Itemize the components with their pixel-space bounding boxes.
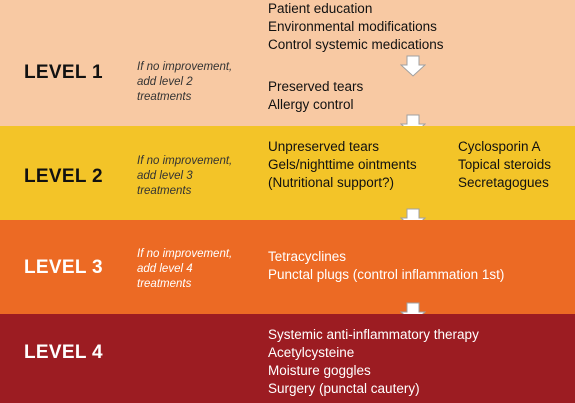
- list-item: Topical steroids: [458, 157, 552, 172]
- level-1-label: LEVEL 1: [24, 62, 103, 83]
- list-item: Control systemic medications: [268, 37, 444, 52]
- level-3-label: LEVEL 3: [24, 257, 103, 278]
- level-1-group-b: Preserved tears Allergy control: [268, 78, 363, 114]
- list-item: Surgery (punctal cautery): [268, 381, 420, 396]
- list-item: Systemic anti-inflammatory therapy: [268, 327, 479, 342]
- list-item: Allergy control: [268, 97, 354, 112]
- level-2-band: LEVEL 2 If no improvement, add level 3 t…: [0, 126, 575, 230]
- list-item: Punctal plugs (control inflammation 1st): [268, 267, 505, 282]
- list-item: (Nutritional support?): [268, 175, 395, 190]
- level-3-note: If no improvement, add level 4 treatment…: [137, 248, 233, 290]
- level-4-label: LEVEL 4: [24, 342, 103, 363]
- list-item: Moisture goggles: [268, 363, 371, 378]
- level-2-label: LEVEL 2: [24, 166, 103, 187]
- down-arrow-icon: [400, 55, 426, 77]
- list-item: Environmental modifications: [268, 19, 437, 34]
- list-item: Secretagogues: [458, 175, 549, 190]
- list-item: Unpreserved tears: [268, 139, 380, 154]
- list-item: Patient education: [268, 1, 373, 16]
- level-2-right-group: Cyclosporin A Topical steroids Secretago…: [458, 138, 551, 192]
- list-item: Cyclosporin A: [458, 139, 541, 154]
- level-1-band: LEVEL 1 If no improvement, add level 2 t…: [0, 0, 575, 136]
- level-3-band: LEVEL 3 If no improvement, add level 4 t…: [0, 220, 575, 324]
- level-4-band: LEVEL 4 Systemic anti-inflammatory thera…: [0, 314, 575, 403]
- level-3-group: Tetracyclines Punctal plugs (control inf…: [268, 248, 504, 284]
- list-item: Acetylcysteine: [268, 345, 355, 360]
- list-item: Preserved tears: [268, 79, 364, 94]
- level-4-group: Systemic anti-inflammatory therapy Acety…: [268, 326, 479, 398]
- level-2-left-group: Unpreserved tears Gels/nighttime ointmen…: [268, 138, 417, 192]
- list-item: Gels/nighttime ointments: [268, 157, 417, 172]
- list-item: Tetracyclines: [268, 249, 347, 264]
- level-1-note: If no improvement, add level 2 treatment…: [137, 61, 233, 103]
- level-1-group-a: Patient education Environmental modifica…: [268, 0, 444, 54]
- level-2-note: If no improvement, add level 3 treatment…: [137, 155, 233, 197]
